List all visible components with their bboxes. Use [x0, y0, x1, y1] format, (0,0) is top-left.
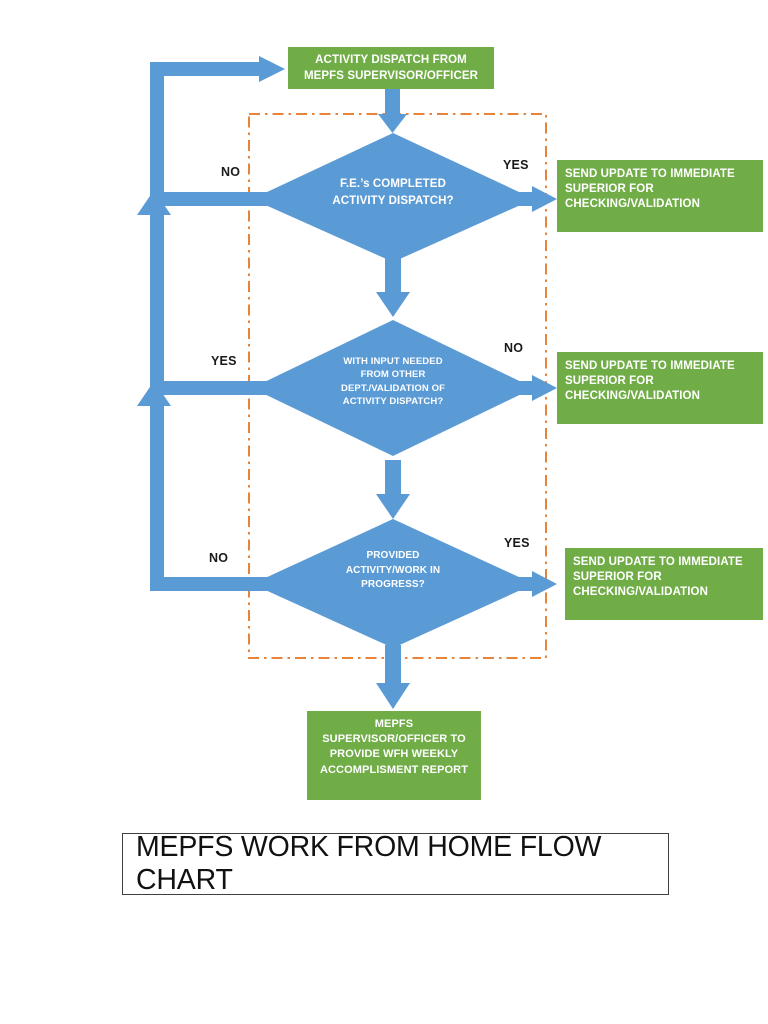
arrow-d3-out3-head	[532, 571, 557, 597]
label-decision3-yes: YES	[504, 536, 530, 550]
loop1-vertical	[150, 62, 164, 199]
arrow-d2-d3-shaft	[385, 460, 401, 496]
chart-title-box: MEPFS WORK FROM HOME FLOW CHART	[122, 831, 669, 896]
arrow-d2-d3-head	[376, 494, 410, 519]
output-3-shape[interactable]	[565, 548, 763, 620]
output-1-shape[interactable]	[557, 160, 763, 232]
chart-title: MEPFS WORK FROM HOME FLOW CHART	[136, 831, 602, 896]
loop2-vertical	[150, 213, 164, 395]
arrow-d2-out2-head	[532, 375, 557, 401]
label-decision2-yes: YES	[211, 354, 237, 368]
decision-1-shape[interactable]	[252, 133, 534, 262]
loop2-arrowhead	[137, 190, 171, 215]
label-decision1-no: NO	[221, 165, 241, 179]
arrow-d1-out1-head	[532, 186, 557, 212]
arrow-start-to-decision1-head	[378, 114, 407, 133]
arrow-start-to-decision1	[385, 88, 400, 118]
arrow-d3-end-shaft	[385, 645, 401, 685]
arrow-d1-d2-shaft	[385, 258, 401, 294]
decision-3-shape[interactable]	[252, 519, 534, 648]
label-decision2-no: NO	[504, 341, 524, 355]
loop3-vertical	[150, 404, 164, 591]
loop1-top-horizontal	[157, 62, 265, 76]
output-2-shape[interactable]	[557, 352, 763, 424]
label-decision1-yes: YES	[503, 158, 529, 172]
end-box-shape[interactable]	[307, 711, 481, 800]
loop3-arrowhead	[137, 381, 171, 406]
arrow-d1-d2-head	[376, 292, 410, 317]
loop1-arrowhead	[259, 56, 285, 82]
start-box-shape[interactable]	[288, 47, 494, 89]
decision-2-shape[interactable]	[252, 320, 534, 456]
arrow-d3-end-head	[376, 683, 410, 709]
label-decision3-no: NO	[209, 551, 229, 565]
